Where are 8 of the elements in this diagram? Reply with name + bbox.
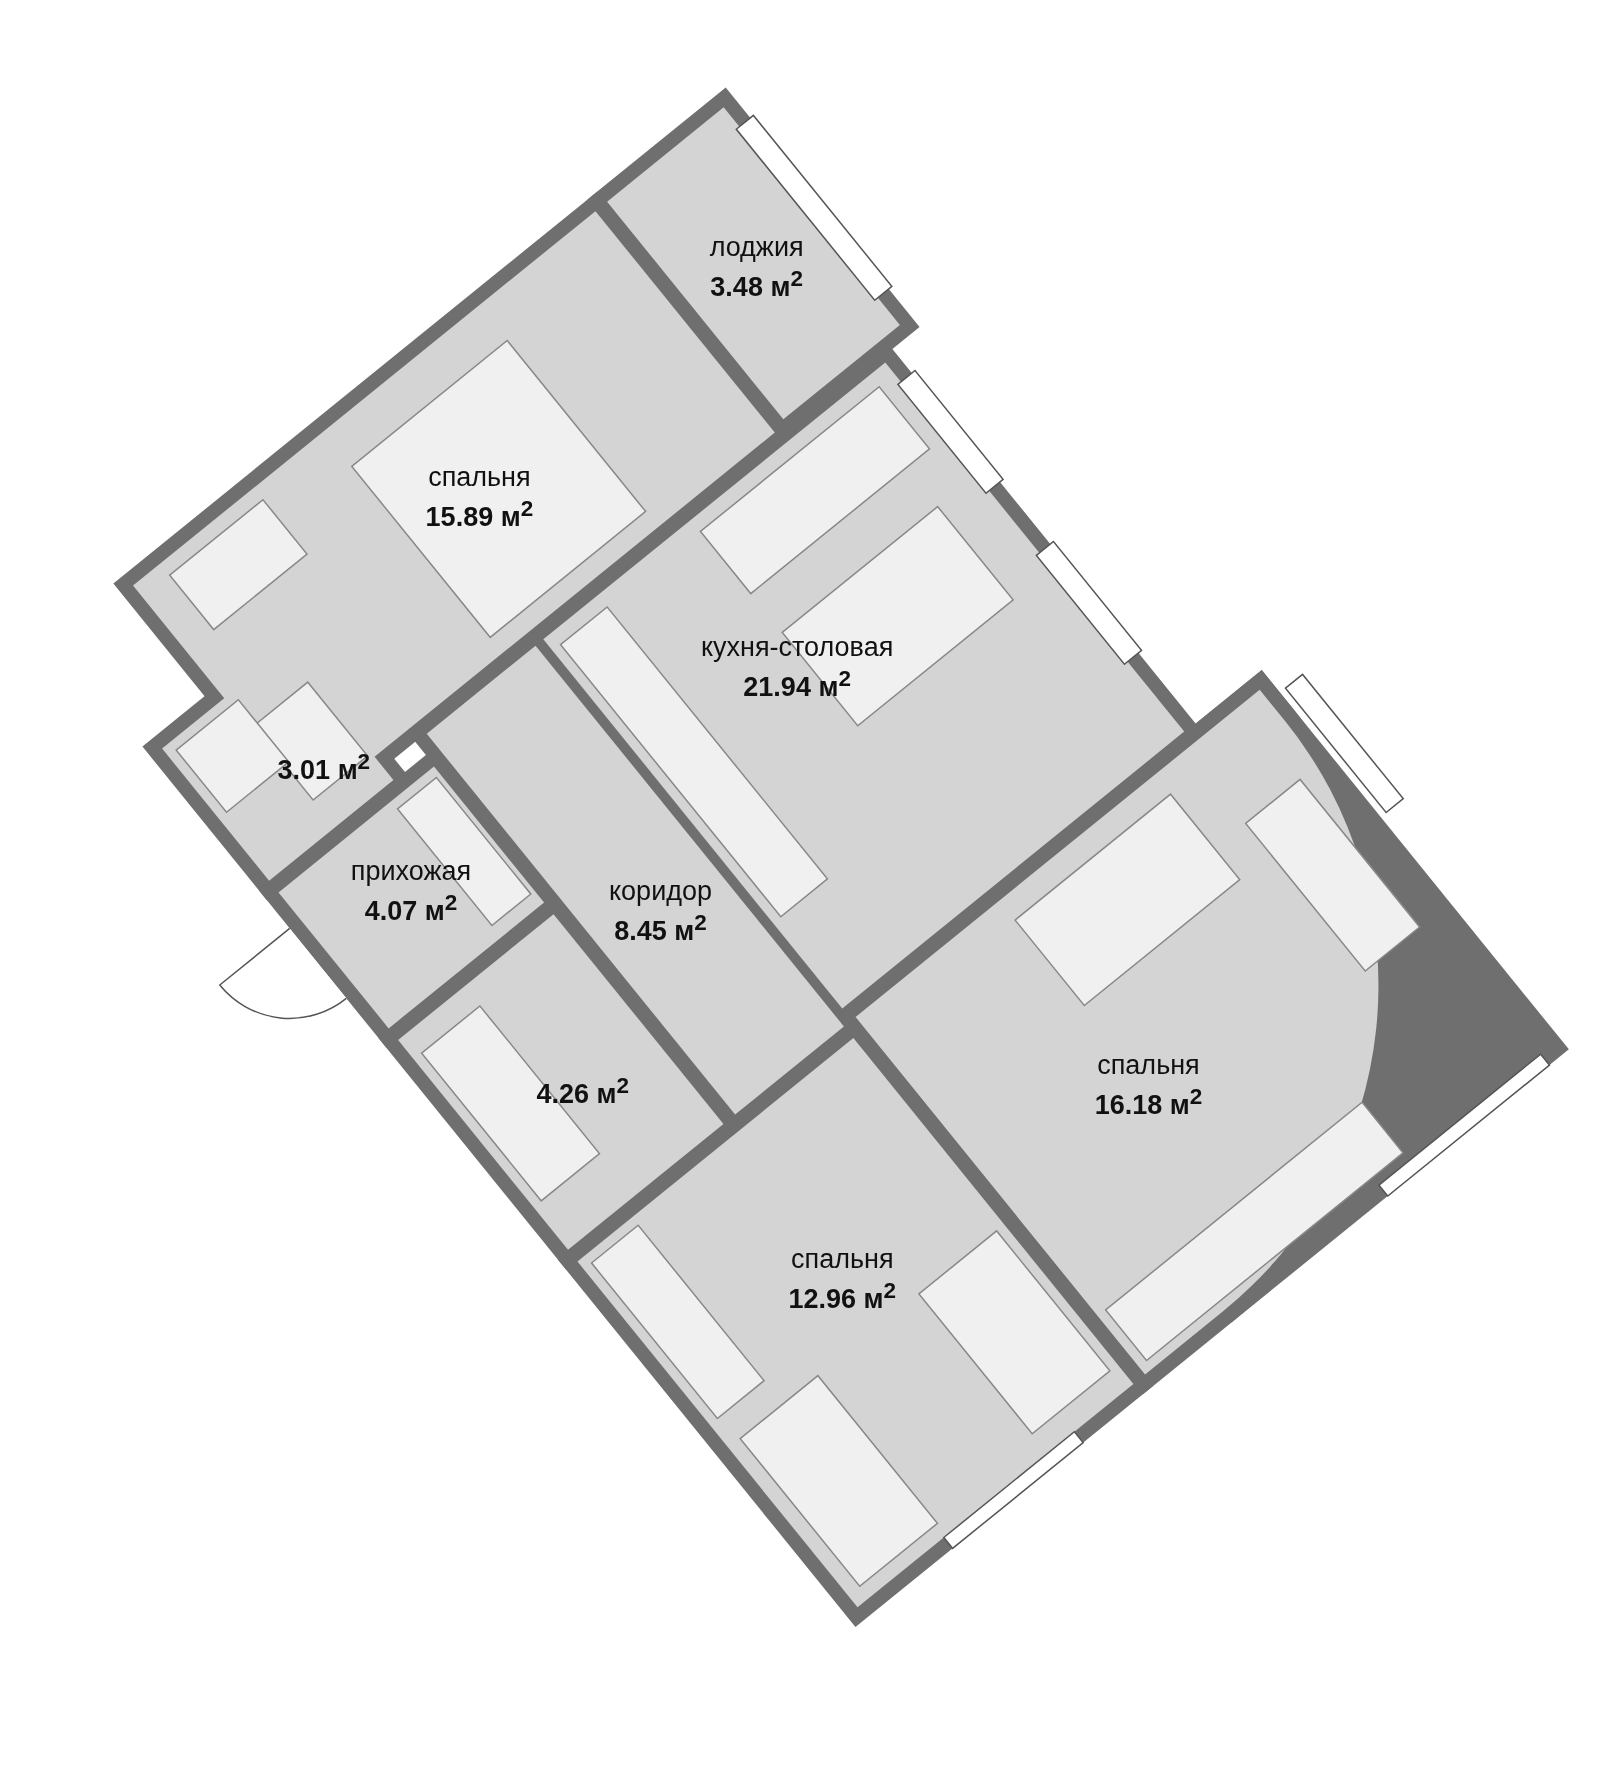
room-label: коридор 8.45 м$^{2}$ xyxy=(609,875,712,947)
room-label: спальня 16.18 м$^{2}$ xyxy=(1094,1049,1203,1121)
room-label: лоджия 3.48 м$^{2}$ xyxy=(709,231,804,303)
room-label: прихожая 4.07 м$^{2}$ xyxy=(350,855,472,927)
room-label: кухня-столовая 21.94 м$^{2}$ xyxy=(700,631,894,703)
room-label: спальня 12.96 м$^{2}$ xyxy=(788,1243,897,1315)
room-label: спальня 15.89 м$^{2}$ xyxy=(425,461,534,533)
room-label: 4.26 м$^{2}$ xyxy=(536,1070,629,1110)
